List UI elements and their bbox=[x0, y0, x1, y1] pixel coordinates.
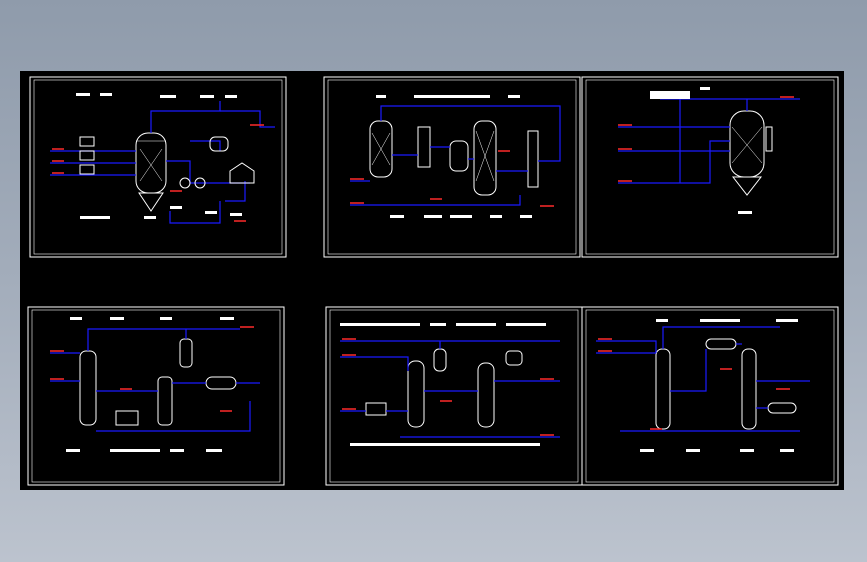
drawing-sheet-1[interactable] bbox=[29, 76, 287, 258]
cad-drawing-canvas bbox=[20, 71, 844, 490]
drawing-sheet-3[interactable] bbox=[581, 76, 839, 258]
drawing-sheet-5[interactable] bbox=[325, 306, 583, 486]
drawing-sheet-2[interactable] bbox=[323, 76, 581, 258]
drawing-sheet-6[interactable] bbox=[581, 306, 839, 486]
process-flow-drawings bbox=[27, 76, 839, 486]
drawing-sheet-4[interactable] bbox=[27, 306, 285, 486]
